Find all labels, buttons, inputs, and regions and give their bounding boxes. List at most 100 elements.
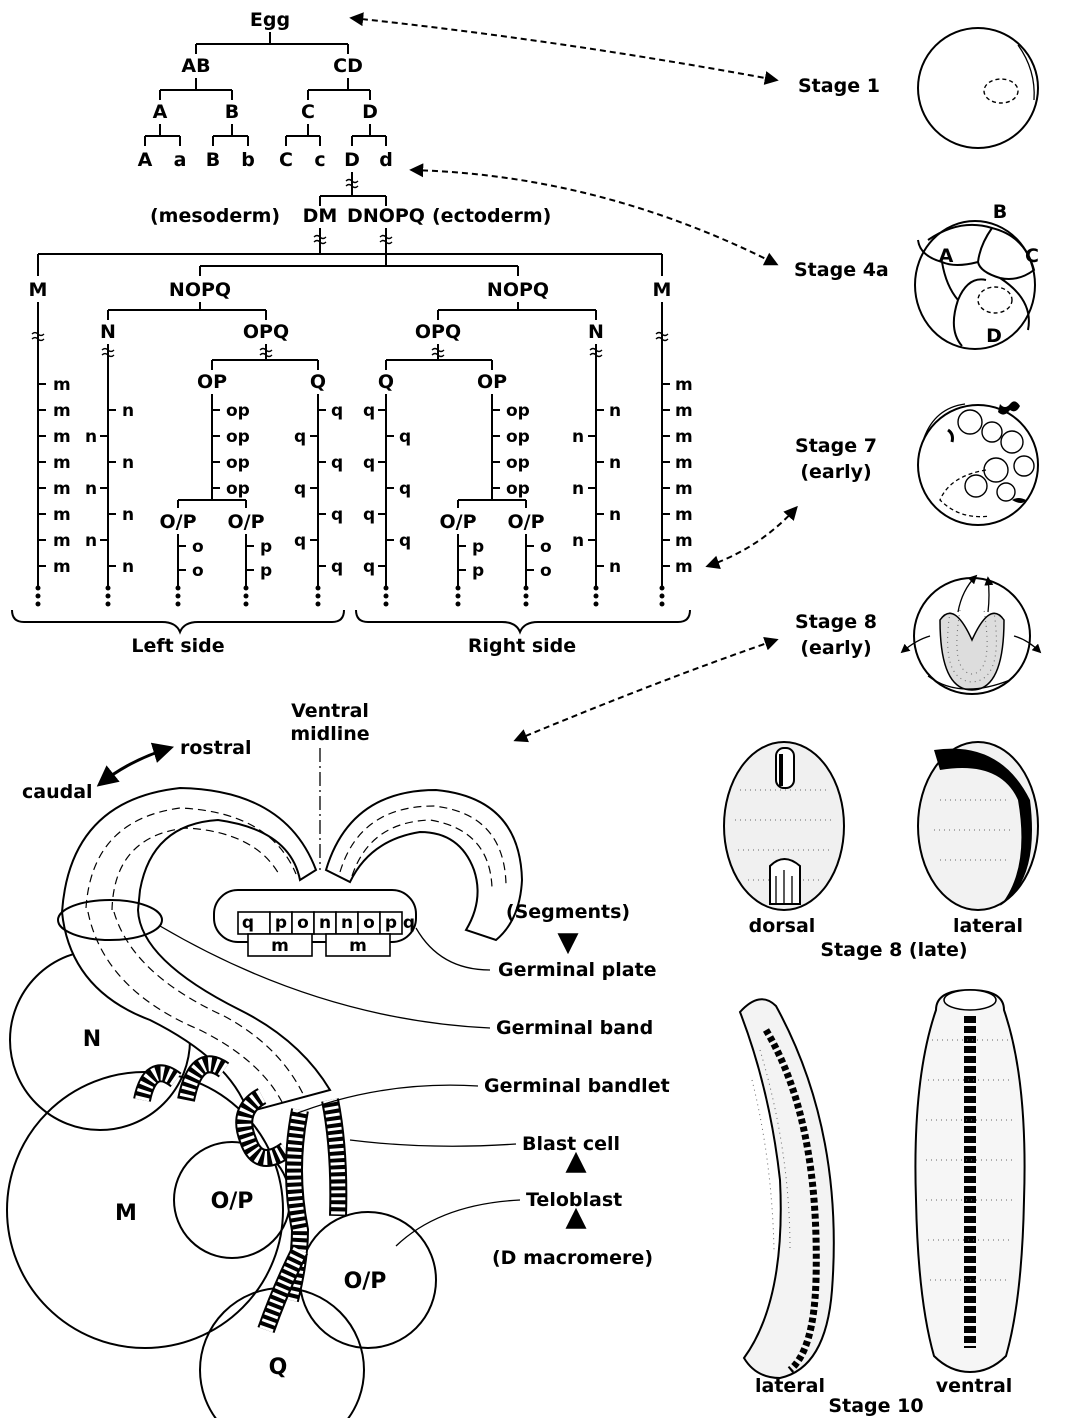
label-segments: (Segments) [506,901,630,923]
stage8-late-embryos: dorsal lateral Stage 8 (late) [724,742,1038,961]
node-a-small: a [174,149,187,171]
node-m-right: M [653,279,672,301]
svg-text:n: n [122,453,134,473]
svg-text:m: m [675,453,693,473]
op-blast-cells-right: op op op op [492,401,530,499]
label-stage1: Stage 1 [798,75,880,97]
label-ventral: Ventral [291,700,369,722]
node-a-big: A [138,149,153,171]
svg-text:n: n [572,427,584,447]
node-d: D [362,101,378,123]
svg-text:m: m [53,505,71,525]
node-c-big: C [279,149,293,171]
svg-text:o: o [192,561,204,581]
svg-text:n: n [609,557,621,577]
svg-text:n: n [609,453,621,473]
svg-text:o: o [192,537,204,557]
svg-text:n: n [572,479,584,499]
label-cell-op-1: O/P [211,1189,254,1214]
svg-text:op: op [226,427,250,447]
label-d-macromere: (D macromere) [492,1247,653,1269]
svg-text:q: q [363,505,375,525]
label-mesoderm: (mesoderm) [150,205,280,227]
svg-text:n: n [85,427,97,447]
svg-text:n: n [122,557,134,577]
svg-text:n: n [609,505,621,525]
label-dorsal: dorsal [749,915,816,937]
svg-text:q: q [294,479,306,499]
svg-text:op: op [226,479,250,499]
label-stage4a: Stage 4a [794,259,889,281]
svg-text:p: p [260,537,272,557]
node-opq-right: OPQ [415,321,461,343]
node-op-left: OP [197,371,227,393]
label-s4-b: B [993,201,1007,223]
node-q-left: Q [310,371,326,393]
svg-text:n: n [122,401,134,421]
label-left-side: Left side [131,635,224,657]
node-b-small: b [241,149,255,171]
node-dnopq: DNOPQ [347,205,425,227]
svg-text:p: p [472,561,484,581]
svg-text:m: m [675,531,693,551]
svg-text:q: q [331,453,343,473]
svg-text:m: m [53,557,71,577]
svg-text:m: m [53,531,71,551]
node-d-big: D [344,149,360,171]
node-n-right: N [588,321,604,343]
o-p-blast-cells-left: o o p p [178,537,272,581]
node-nopq-right: NOPQ [487,279,549,301]
node-a: A [153,101,168,123]
svg-text:q: q [294,531,306,551]
svg-text:q: q [399,531,411,551]
label-cell-op-2: O/P [344,1269,387,1294]
stage4a-embryo: A B C D [915,201,1039,349]
node-m-left: M [29,279,48,301]
node-d-small: d [379,149,393,171]
node-op-sister-3: O/P [439,511,476,533]
svg-text:q: q [403,913,415,933]
germinal-plate: q p o n n o p q m m [214,890,416,956]
svg-text:m: m [271,936,289,956]
svg-text:p: p [260,561,272,581]
svg-text:q: q [331,505,343,525]
svg-text:n: n [319,913,331,933]
svg-text:op: op [506,479,530,499]
left-side-brace [12,610,344,632]
svg-text:p: p [275,913,287,933]
svg-text:op: op [506,427,530,447]
p-o-blast-cells-right: p p o o [458,537,552,581]
node-op-right: OP [477,371,507,393]
svg-text:q: q [363,401,375,421]
svg-text:q: q [363,453,375,473]
node-dm: DM [303,205,338,227]
label-blast-cell: Blast cell [522,1133,620,1155]
label-lateral-8: lateral [953,915,1023,937]
node-op-sister-2: O/P [227,511,264,533]
svg-text:q: q [294,427,306,447]
stage1-embryo [918,28,1038,148]
node-n-left: N [100,321,116,343]
label-germinal-band: Germinal band [496,1017,653,1039]
label-stage7: Stage 7 [795,435,877,457]
svg-text:op: op [506,401,530,421]
svg-text:op: op [226,453,250,473]
label-rostral: rostral [180,737,252,759]
label-stage8: Stage 8 [795,611,877,633]
svg-text:o: o [297,913,309,933]
node-ab: AB [181,55,210,77]
label-stage10: Stage 10 [828,1395,923,1417]
node-c-small: c [314,149,325,171]
svg-text:m: m [349,936,367,956]
svg-text:m: m [675,479,693,499]
svg-text:p: p [385,913,397,933]
node-c: C [301,101,315,123]
node-q-right: Q [378,371,394,393]
svg-text:m: m [53,453,71,473]
label-stage7-early: (early) [800,461,871,483]
svg-text:o: o [363,913,375,933]
svg-text:p: p [472,537,484,557]
label-midline: midline [290,723,369,745]
label-ventral-10: ventral [936,1375,1013,1397]
